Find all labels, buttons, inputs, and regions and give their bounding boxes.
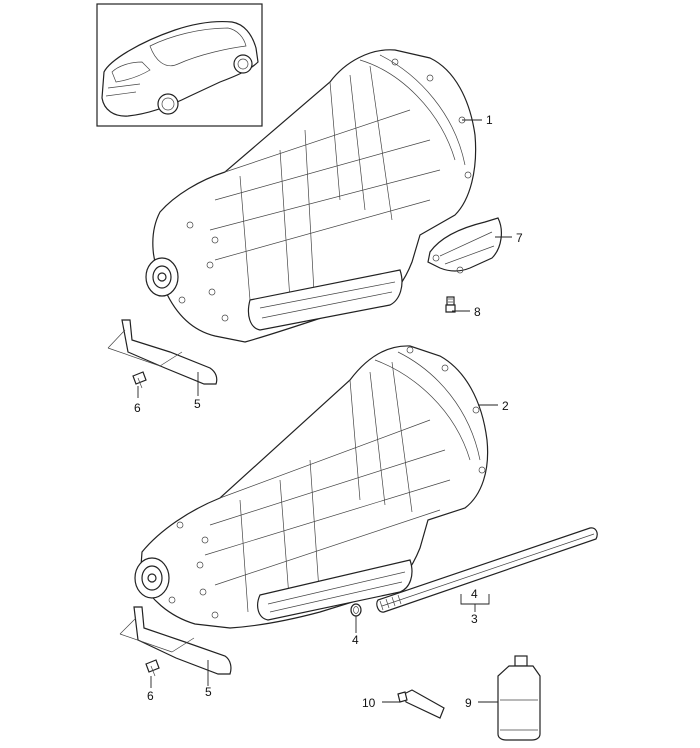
car-illustration: [101, 20, 259, 117]
o-ring-part: [350, 603, 362, 617]
callout-5-lower: 5: [205, 685, 212, 699]
heat-shield-part: [427, 217, 502, 274]
bolt-part-8: [445, 296, 456, 313]
sealant-tube-part: [397, 689, 445, 719]
callout-2: 2: [502, 399, 509, 413]
callout-4-shaft: 4: [471, 587, 478, 601]
callout-5-upper: 5: [194, 397, 201, 411]
housing-bolts-lower: [168, 346, 486, 619]
oil-bottle-part: [497, 655, 541, 741]
callout-4-o-ring: 4: [352, 633, 359, 647]
housing-bolts-upper: [178, 58, 472, 322]
callout-3: 3: [471, 612, 478, 626]
bolt-part-6-lower: [145, 659, 160, 677]
callout-6-upper: 6: [134, 401, 141, 415]
callout-9: 9: [465, 696, 472, 710]
callout-10: 10: [362, 696, 376, 710]
callout-7: 7: [516, 231, 523, 245]
bracket-part-lower: [119, 606, 232, 675]
bolt-part-6-upper: [132, 371, 147, 389]
vehicle-inset: [96, 3, 263, 127]
callout-1: 1: [486, 113, 493, 127]
bracket-part-upper: [107, 319, 218, 385]
callout-6-lower: 6: [147, 689, 154, 703]
callout-8: 8: [474, 305, 481, 319]
drive-shaft-part: [376, 527, 598, 613]
transmission-lower: [134, 345, 489, 629]
transmission-upper: [145, 49, 477, 343]
callout-labels: 1 2 7 8 6 5 6 5 4 4 3 10 9: [134, 113, 523, 710]
leader-lines: [137, 119, 512, 703]
